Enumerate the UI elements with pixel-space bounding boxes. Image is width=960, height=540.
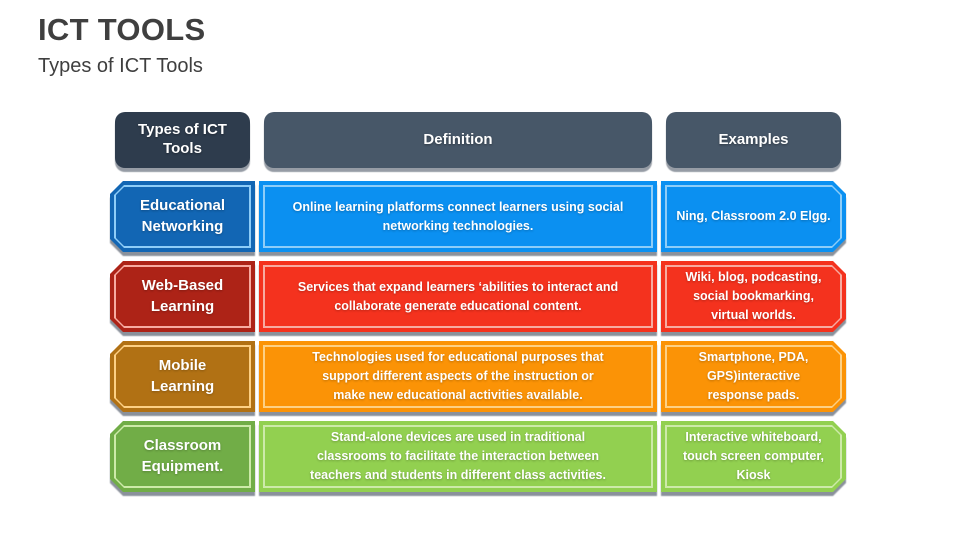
examples-cell: Interactive whiteboard, touch screen com… xyxy=(661,421,846,492)
table-header-row: Types of ICT Tools Definition Examples xyxy=(110,112,846,168)
definition-cell-wrap: Stand-alone devices are used in traditio… xyxy=(259,421,657,492)
page-title: ICT TOOLS xyxy=(38,12,206,47)
type-cell: Educational Networking xyxy=(110,181,255,252)
type-cell-wrap: Educational Networking xyxy=(110,181,255,252)
definition-cell: Services that expand learners ‘abilities… xyxy=(259,261,657,332)
cell-fill xyxy=(667,267,840,326)
examples-cell-wrap: Interactive whiteboard, touch screen com… xyxy=(661,421,846,492)
type-cell: Web-Based Learning xyxy=(110,261,255,332)
definition-cell-wrap: Online learning platforms connect learne… xyxy=(259,181,657,252)
header-label-examples: Examples xyxy=(718,130,789,148)
definition-text: Technologies used for educational purpos… xyxy=(312,350,604,402)
cell-fill xyxy=(116,427,249,486)
row-type-label: Mobile Learning xyxy=(150,357,215,395)
examples-cell-wrap: Smartphone, PDA, GPS)interactive respons… xyxy=(661,341,846,412)
type-cell-wrap: Classroom Equipment. xyxy=(110,421,255,492)
definition-cell: Stand-alone devices are used in traditio… xyxy=(259,421,657,492)
examples-cell: Ning, Classroom 2.0 Elgg. xyxy=(661,181,846,252)
type-cell: Mobile Learning xyxy=(110,341,255,412)
header-cell-examples: Examples xyxy=(666,112,841,168)
examples-cell: Smartphone, PDA, GPS)interactive respons… xyxy=(661,341,846,412)
examples-cell-wrap: Ning, Classroom 2.0 Elgg. xyxy=(661,181,846,252)
header-cell-types: Types of ICT Tools xyxy=(115,112,250,168)
page-subtitle: Types of ICT Tools xyxy=(38,55,203,77)
examples-text: Ning, Classroom 2.0 Elgg. xyxy=(676,209,831,224)
header-label-definition: Definition xyxy=(423,130,493,148)
examples-cell-wrap: Wiki, blog, podcasting, social bookmarki… xyxy=(661,261,846,332)
cell-fill xyxy=(116,187,249,246)
title-block: ICT TOOLS Types of ICT Tools xyxy=(38,12,205,78)
definition-cell: Technologies used for educational purpos… xyxy=(259,341,657,412)
definition-text: Services that expand learners ‘abilities… xyxy=(297,279,619,313)
table-body: Educational Networking Online learning p… xyxy=(110,181,846,492)
row-type-label: Educational Networking xyxy=(139,197,225,235)
cell-fill xyxy=(116,267,249,326)
examples-text: Interactive whiteboard, touch screen com… xyxy=(682,430,824,482)
header-cell-definition: Definition xyxy=(264,112,652,168)
definition-cell-wrap: Services that expand learners ‘abilities… xyxy=(259,261,657,332)
definition-cell-wrap: Technologies used for educational purpos… xyxy=(259,341,657,412)
type-cell-wrap: Mobile Learning xyxy=(110,341,255,412)
cell-fill xyxy=(667,347,840,406)
examples-text: Wiki, blog, podcasting, social bookmarki… xyxy=(685,270,822,322)
row-type-label: Web-Based Learning xyxy=(141,277,224,315)
cell-fill xyxy=(116,347,249,406)
header-label-types: Types of ICT Tools xyxy=(138,121,227,157)
cell-fill xyxy=(667,187,840,246)
examples-cell: Wiki, blog, podcasting, social bookmarki… xyxy=(661,261,846,332)
examples-text: Smartphone, PDA, GPS)interactive respons… xyxy=(698,350,809,402)
row-type-label: Classroom Equipment. xyxy=(141,437,224,475)
definition-text: Online learning platforms connect learne… xyxy=(292,199,624,233)
type-cell-wrap: Web-Based Learning xyxy=(110,261,255,332)
definition-text: Stand-alone devices are used in traditio… xyxy=(310,430,606,482)
cell-fill xyxy=(667,427,840,486)
type-cell: Classroom Equipment. xyxy=(110,421,255,492)
definition-cell: Online learning platforms connect learne… xyxy=(259,181,657,252)
ict-tools-table: Types of ICT Tools Definition Examples E… xyxy=(110,112,846,492)
